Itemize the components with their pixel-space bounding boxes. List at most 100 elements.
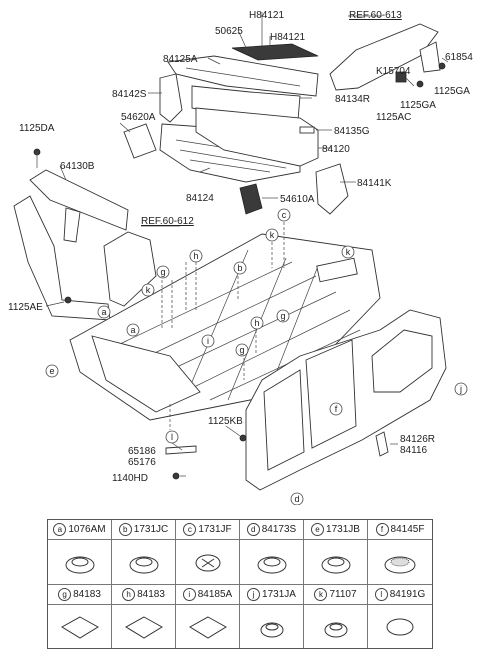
bracket-84142s xyxy=(159,73,183,123)
callout-g-3: g xyxy=(235,343,249,357)
label-1140hd: 1140HD xyxy=(112,473,148,484)
callout-k-1: k xyxy=(265,228,279,242)
svg-text:b: b xyxy=(237,263,242,273)
mount-54610a xyxy=(239,183,263,215)
legend-letter-j: j xyxy=(247,588,261,601)
legend-part-number: 84173S xyxy=(261,524,297,535)
svg-text:i: i xyxy=(207,336,209,346)
svg-text:c: c xyxy=(282,210,287,220)
support-leg xyxy=(63,207,81,243)
label-84125a: 84125A xyxy=(163,54,198,65)
label-65186: 65186 xyxy=(128,446,156,457)
svg-text:k: k xyxy=(270,230,275,240)
grommet-round-icon xyxy=(65,556,94,574)
legend-picture-a xyxy=(48,540,112,585)
legend-picture-b xyxy=(112,540,176,585)
label-84120: 84120 xyxy=(322,144,350,155)
svg-text:d: d xyxy=(294,494,299,504)
label-84142s: 84142S xyxy=(112,89,147,100)
legend-part-number: 84145F xyxy=(390,524,425,535)
svg-text:a: a xyxy=(101,307,106,317)
svg-text:e: e xyxy=(49,366,54,376)
label-1125kb: 1125KB xyxy=(208,416,243,427)
label-50625: 50625 xyxy=(215,26,243,37)
legend-letter-h: h xyxy=(122,588,136,601)
svg-text:j: j xyxy=(459,384,462,394)
callout-j: j xyxy=(454,382,468,396)
front-floor-tunnel xyxy=(91,335,201,413)
legend-picture-c xyxy=(176,540,240,585)
legend-part-number: 1731JF xyxy=(198,524,232,535)
label-65176: 65176 xyxy=(128,457,156,468)
label-ref-60-613: REF.60-613 xyxy=(349,10,402,21)
bolt-1125ga-b xyxy=(438,62,446,70)
grommet-round-icon xyxy=(321,556,350,574)
label-84135g: 84135G xyxy=(334,126,370,137)
label-1125ae: 1125AE xyxy=(8,302,43,313)
legend-letter-d: d xyxy=(246,523,260,536)
legend-letter-l: l xyxy=(374,588,388,601)
pad-diamond-icon xyxy=(124,615,163,639)
legend-picture-j xyxy=(240,605,304,648)
callout-b: b xyxy=(233,261,247,275)
svg-text:h: h xyxy=(193,251,198,261)
label-84126r: 84126R xyxy=(400,434,435,445)
label-84134r: 84134R xyxy=(335,94,370,105)
legend-picture-g xyxy=(48,605,112,648)
plug-cross-icon xyxy=(195,554,220,572)
label-84141k: 84141K xyxy=(357,178,392,189)
svg-text:g: g xyxy=(160,267,165,277)
label-1125ga-right: 1125GA xyxy=(434,86,470,97)
bolt-1125ae xyxy=(64,296,72,304)
bracket-61854 xyxy=(419,41,441,73)
label-64130b: 64130B xyxy=(60,161,95,172)
legend-letter-k: k xyxy=(314,588,328,601)
callout-g-1: g xyxy=(156,265,170,279)
quarter-window-opening xyxy=(371,329,433,393)
legend-part-number: 71107 xyxy=(329,589,357,600)
callout-d: d xyxy=(290,492,304,505)
callout-e: e xyxy=(45,364,59,378)
svg-text:l: l xyxy=(171,432,173,442)
callout-a-1: a xyxy=(97,305,111,319)
bolt-1125kb xyxy=(239,434,247,442)
pad-diamond-icon xyxy=(60,615,99,639)
side-panel-84141k xyxy=(315,163,349,215)
label-61854: 61854 xyxy=(445,52,473,63)
bracket-65186 xyxy=(165,445,197,455)
legend-letter-g: g xyxy=(58,588,72,601)
legend-picture-d xyxy=(240,540,304,585)
callout-k-3: k xyxy=(141,283,155,297)
rear-floor-panel xyxy=(316,257,358,283)
cowl-top-strip xyxy=(231,43,319,61)
grommet-round-icon xyxy=(257,556,286,574)
legend-part-number: 84191G xyxy=(389,589,426,600)
cross-member-ref-60-613 xyxy=(329,23,439,91)
label-ref-60-612: REF.60-612 xyxy=(141,216,194,227)
callout-f: f xyxy=(329,402,343,416)
clip-84135g xyxy=(299,126,315,134)
legend-letter-i: i xyxy=(182,588,196,601)
svg-text:k: k xyxy=(346,247,351,257)
legend-picture-h xyxy=(112,605,176,648)
callout-g-2: g xyxy=(276,309,290,323)
callout-a-2: a xyxy=(126,323,140,337)
rear-door-opening xyxy=(305,339,357,449)
legend-picture-k xyxy=(304,605,368,648)
svg-text:f: f xyxy=(335,404,338,414)
label-84124: 84124 xyxy=(186,193,214,204)
legend-letter-a: a xyxy=(53,523,67,536)
grommet-small-icon xyxy=(324,622,347,637)
label-h84121-second: H84121 xyxy=(270,32,305,43)
